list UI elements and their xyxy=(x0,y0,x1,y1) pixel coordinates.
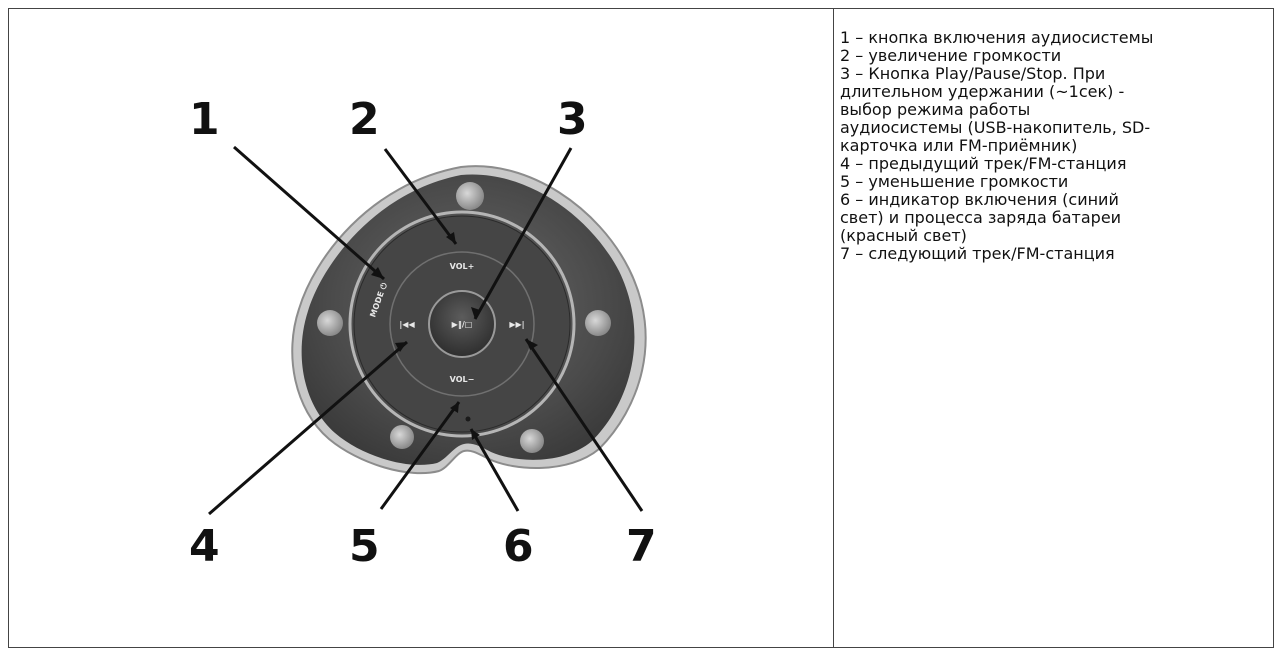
legend-cell: 1 – кнопка включения аудиосистемы 2 – ув… xyxy=(834,9,1273,647)
prev-track-label: |◀◀ xyxy=(399,320,415,329)
foot-top xyxy=(456,182,484,210)
callout-5: 5 xyxy=(349,521,380,572)
speaker-diagram: ▶‖/□ VOL+ VOL− |◀◀ ▶▶| MODE ⏻ xyxy=(9,9,834,649)
legend-line: 7 – следующий трек/FM-станция xyxy=(840,245,1273,263)
legend-line: свет) и процесса заряда батареи xyxy=(840,209,1273,227)
foot-right xyxy=(585,310,611,336)
legend-line: 5 – уменьшение громкости xyxy=(840,173,1273,191)
vol-down-label: VOL− xyxy=(450,375,475,384)
layout-table: ▶‖/□ VOL+ VOL− |◀◀ ▶▶| MODE ⏻ xyxy=(8,8,1274,648)
legend-line: 6 – индикатор включения (синий xyxy=(840,191,1273,209)
legend-line: длительном удержании (~1сек) - xyxy=(840,83,1273,101)
foot-bottom-right xyxy=(520,429,544,453)
legend-line: 4 – предыдущий трек/FM-станция xyxy=(840,155,1273,173)
pointer-1 xyxy=(234,147,384,279)
play-pause-label: ▶‖/□ xyxy=(452,320,473,329)
foot-bottom-left xyxy=(390,425,414,449)
callout-6: 6 xyxy=(503,521,534,572)
legend-line: (красный свет) xyxy=(840,227,1273,245)
legend-line: выбор режима работы xyxy=(840,101,1273,119)
callout-3: 3 xyxy=(557,94,588,145)
callout-7: 7 xyxy=(626,521,657,572)
legend-line: аудиосистемы (USB-накопитель, SD- xyxy=(840,119,1273,137)
callout-4: 4 xyxy=(189,521,220,572)
callout-1: 1 xyxy=(189,94,220,145)
callout-2: 2 xyxy=(349,94,380,145)
image-cell: ▶‖/□ VOL+ VOL− |◀◀ ▶▶| MODE ⏻ xyxy=(9,9,834,647)
legend-line: карточка или FM-приёмник) xyxy=(840,137,1273,155)
power-indicator-led xyxy=(466,417,471,422)
vol-up-label: VOL+ xyxy=(450,262,475,271)
legend-line: 1 – кнопка включения аудиосистемы xyxy=(840,29,1273,47)
legend-line: 3 – Кнопка Play/Pause/Stop. При xyxy=(840,65,1273,83)
next-track-label: ▶▶| xyxy=(509,320,524,329)
foot-left xyxy=(317,310,343,336)
legend-line: 2 – увеличение громкости xyxy=(840,47,1273,65)
